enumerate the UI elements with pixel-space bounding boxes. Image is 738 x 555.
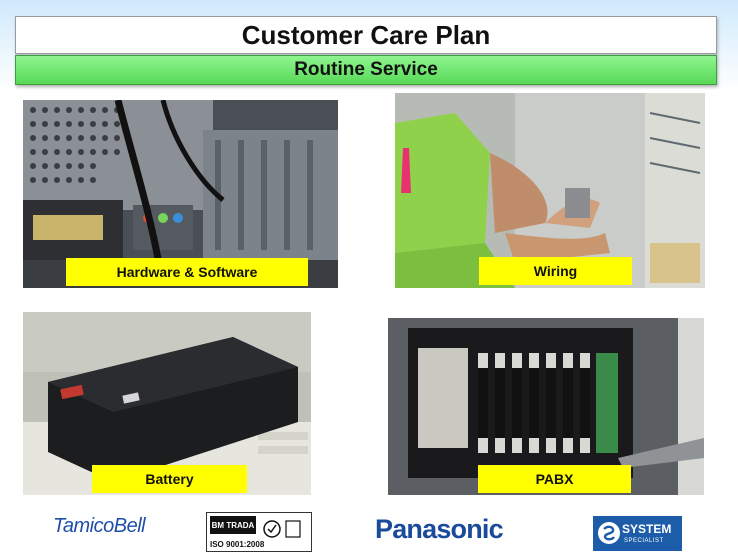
caption-wiring: Wiring [479,257,632,285]
specialist-label: SPECIALIST [624,538,664,544]
system-label: SYSTEM [622,522,672,536]
iso-label: ISO 9001:2008 [210,540,265,549]
caption-pabx: PABX [478,465,631,493]
tamicobell-logo: TamicoBell [53,515,146,537]
caption-hardware-software: Hardware & Software [66,258,308,286]
system-specialist-icon [598,522,620,544]
battery-image [23,312,311,495]
computer-back-panel-image [23,100,338,288]
panasonic-logo: Panasonic [375,514,504,544]
bm-trada-certification-logo: BM TRADA ISO 9001:2008 [206,512,312,552]
photo-hardware-software [23,100,338,288]
wiring-hands-image [395,93,705,288]
photo-battery [23,312,311,495]
page-subtitle: Routine Service [15,55,717,85]
system-specialist-logo: SYSTEM SPECIALIST [593,516,682,551]
caption-battery: Battery [92,465,247,493]
photo-wiring [395,93,705,288]
bm-trada-mark: BM TRADA [210,516,256,534]
ukas-icon [263,520,301,538]
page-title: Customer Care Plan [15,16,717,54]
